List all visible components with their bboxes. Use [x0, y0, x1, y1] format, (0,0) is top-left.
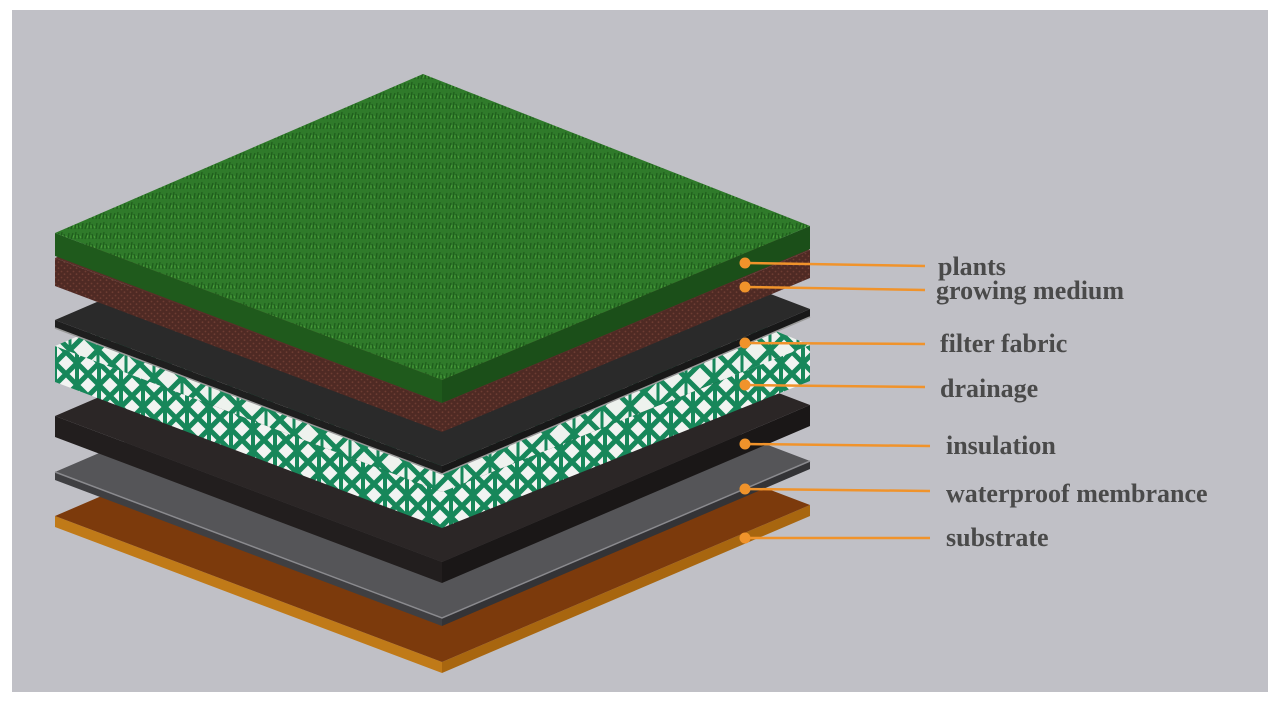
callout-growing-medium: growing medium — [739, 276, 1124, 305]
plants-layer — [55, 74, 810, 403]
growing-right-face — [442, 250, 810, 432]
filter-left-face — [55, 320, 442, 474]
waterproof-right-face — [442, 461, 810, 626]
plants-right-face — [442, 226, 810, 403]
label-drainage: drainage — [940, 374, 1038, 403]
substrate-left-face — [55, 516, 442, 673]
label-waterproof-membrance: waterproof membrance — [946, 479, 1208, 508]
plants-left-face — [55, 233, 442, 403]
label-growing-medium: growing medium — [936, 276, 1124, 305]
plants-top-face — [55, 74, 810, 380]
label-filter-fabric: filter fabric — [940, 329, 1067, 358]
waterproof-left-face — [55, 472, 442, 626]
label-plants: plants — [938, 252, 1006, 281]
callout-insulation: insulation — [739, 431, 1056, 460]
growing-left-face — [55, 258, 442, 432]
drainage-left-face — [55, 346, 442, 528]
label-substrate: substrate — [946, 523, 1049, 552]
filter-right-face — [442, 309, 810, 474]
callout-drainage: drainage — [739, 374, 1038, 403]
substrate-right-face — [442, 505, 810, 673]
drainage-right-face — [442, 345, 810, 528]
callout-substrate: substrate — [739, 523, 1049, 552]
insulation-right-face — [442, 405, 810, 583]
label-insulation: insulation — [946, 431, 1056, 460]
layer-callouts: plants growing medium filter fabric drai… — [739, 252, 1208, 552]
insulation-left-face — [55, 416, 442, 583]
callout-plants: plants — [739, 252, 1006, 281]
callout-filter-fabric: filter fabric — [739, 329, 1067, 358]
callout-waterproof-membrance: waterproof membrance — [739, 479, 1208, 508]
